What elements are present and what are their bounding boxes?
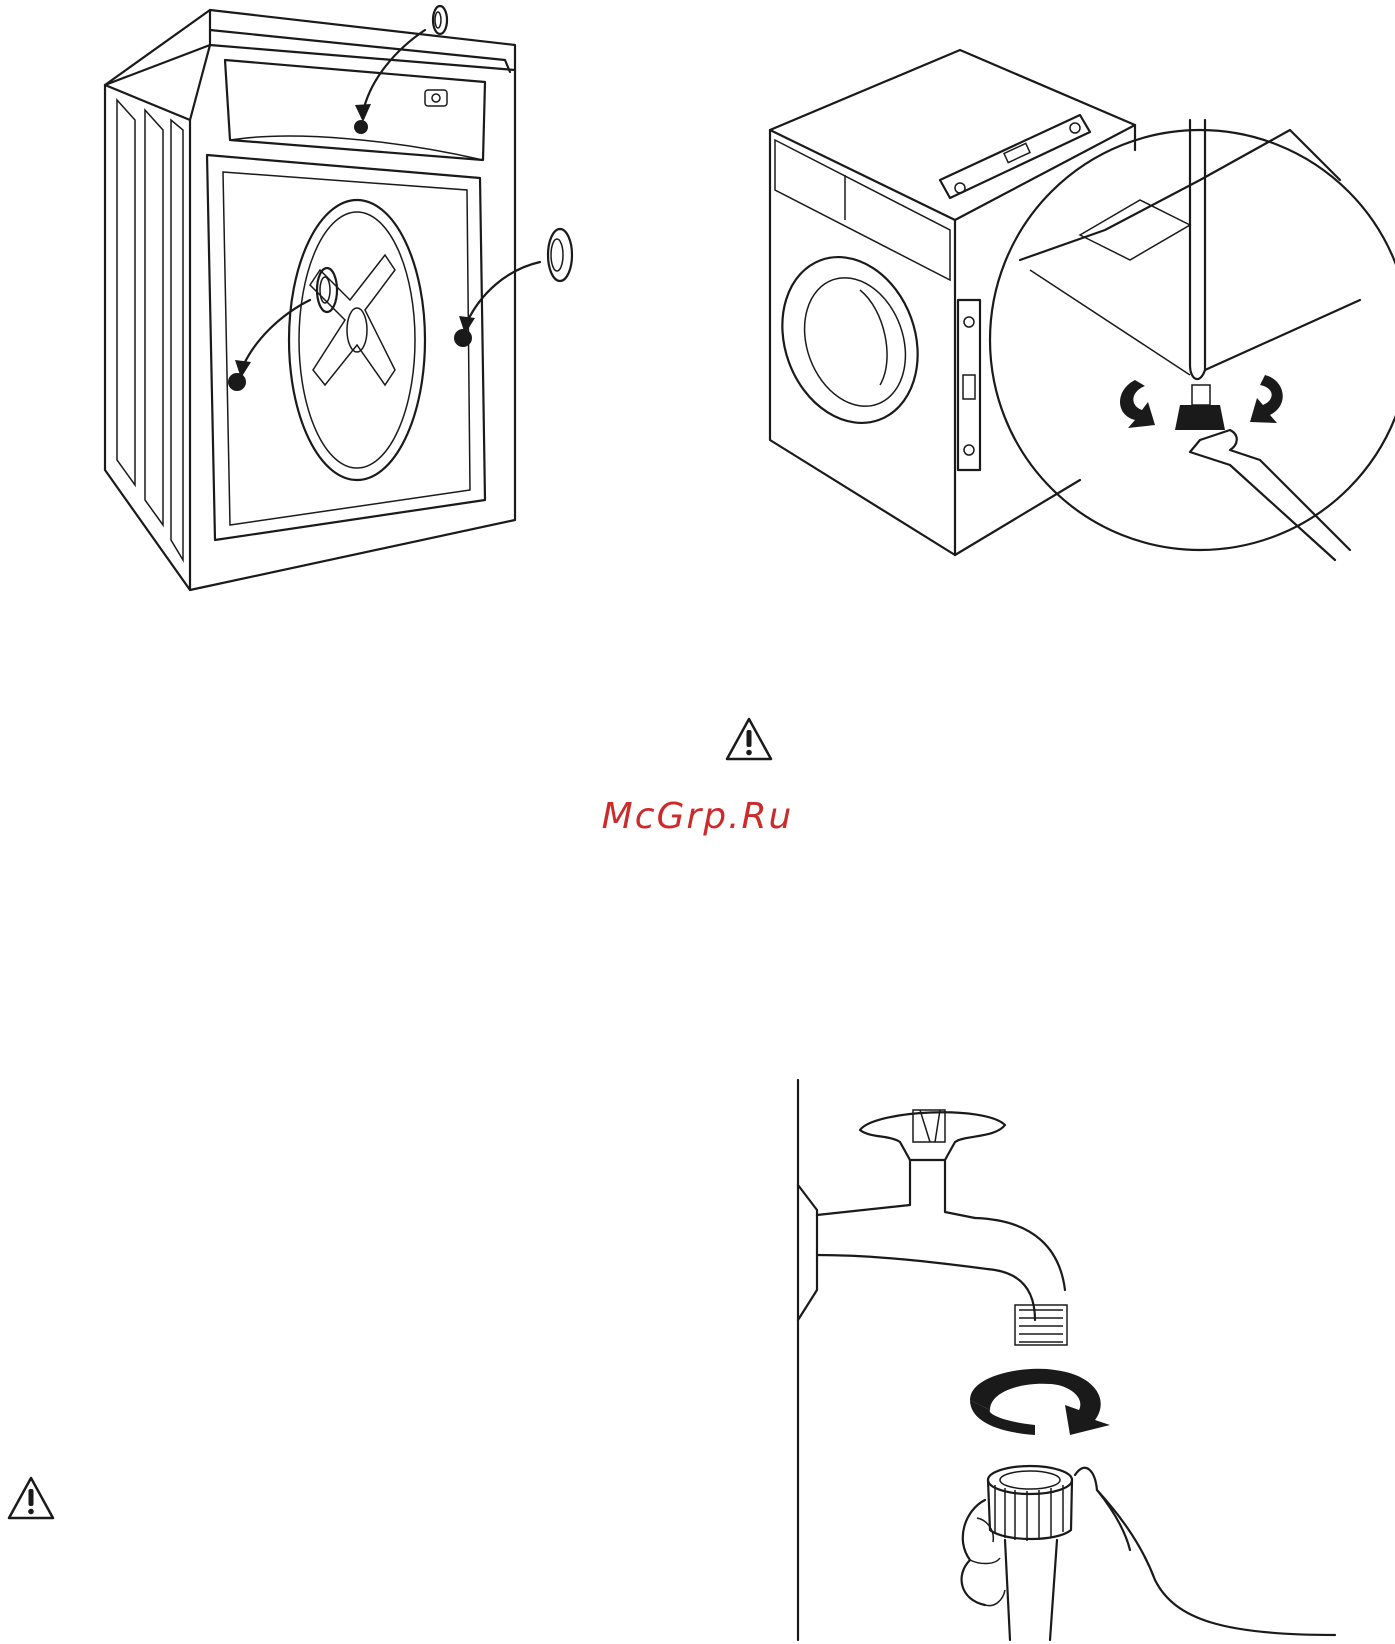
warning-triangle-icon bbox=[724, 716, 774, 766]
washer-level-wrench-illustration bbox=[760, 40, 1370, 600]
warning-triangle-icon bbox=[6, 1475, 56, 1525]
washer-rear-plugs-illustration bbox=[95, 0, 635, 600]
warning-triangle-icon bbox=[724, 716, 774, 762]
levelling-feet-illustration bbox=[760, 40, 1370, 604]
watermark: McGrp.Ru bbox=[0, 796, 1395, 837]
tap-hose-connection-illustration bbox=[795, 1080, 1395, 1640]
hose-to-tap-illustration bbox=[795, 1080, 1395, 1644]
rear-transit-bolts-illustration bbox=[95, 0, 635, 604]
warning-triangle-icon bbox=[6, 1475, 56, 1521]
